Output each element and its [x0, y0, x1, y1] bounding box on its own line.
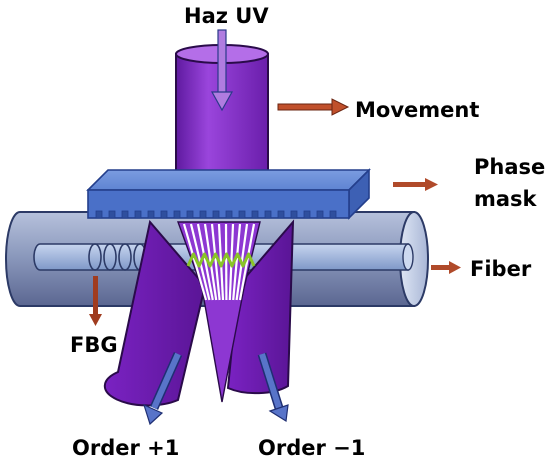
phase-mask-tooth: [212, 210, 220, 219]
phase-mask-tooth: [199, 210, 207, 219]
phase-mask-tooth: [290, 210, 298, 219]
phase-mask-tooth: [147, 210, 155, 219]
interference-fringe: [182, 223, 208, 301]
interference-pattern: [177, 221, 261, 403]
label-haz-uv: Haz UV: [184, 4, 269, 28]
fbg-ring: [118, 243, 132, 271]
phase-mask-tooth: [95, 210, 103, 219]
phase-mask: [86, 168, 371, 220]
phase-mask-tooth: [251, 210, 259, 219]
phase-mask-tooth: [238, 210, 246, 219]
phase-mask-tooth: [121, 210, 129, 219]
phase-mask-tooth: [160, 210, 168, 219]
fiber-core-end: [402, 243, 414, 271]
arrow-order-minus-1: [257, 352, 289, 423]
phase-mask-tooth: [316, 210, 324, 219]
phase-mask-tooth: [134, 210, 142, 219]
phase-mask-corrugation: [95, 210, 337, 219]
interference-fringe: [196, 223, 214, 301]
label-fiber: Fiber: [470, 257, 532, 281]
phase-mask-tooth: [108, 210, 116, 219]
fbg-ring: [103, 243, 117, 271]
phase-mask-tooth: [277, 210, 285, 219]
interference-fringe: [217, 223, 225, 301]
phase-mask-tooth: [264, 210, 272, 219]
arrow-fbg: [89, 276, 102, 326]
label-phase-mask-line2: mask: [474, 187, 538, 211]
phase-mask-tooth: [186, 210, 194, 219]
phase-mask-tooth: [303, 210, 311, 219]
arrow-order-plus-1: [143, 352, 183, 426]
fbg-ring: [88, 243, 102, 271]
phase-mask-tooth: [329, 210, 337, 219]
phase-mask-tooth: [173, 210, 181, 219]
interference-fringe: [210, 223, 221, 301]
interference-fringe: [232, 223, 242, 301]
label-order-minus-1: Order −1: [258, 436, 365, 460]
phase-mask-top-face: [86, 169, 371, 191]
arrow-uv-in: [210, 29, 234, 112]
arrow-fiber: [431, 261, 461, 274]
green-zigzag-grating: [186, 252, 256, 268]
diffraction-order-minus-1: [226, 219, 295, 395]
label-phase-mask-line1: Phase: [474, 155, 545, 179]
phase-mask-tooth: [225, 210, 233, 219]
arrow-movement: [277, 98, 350, 116]
interference-fringe: [238, 223, 256, 301]
label-order-plus-1: Order +1: [72, 436, 179, 460]
label-fbg: FBG: [70, 333, 118, 357]
label-movement: Movement: [355, 98, 479, 122]
arrow-phase-mask: [393, 178, 438, 191]
